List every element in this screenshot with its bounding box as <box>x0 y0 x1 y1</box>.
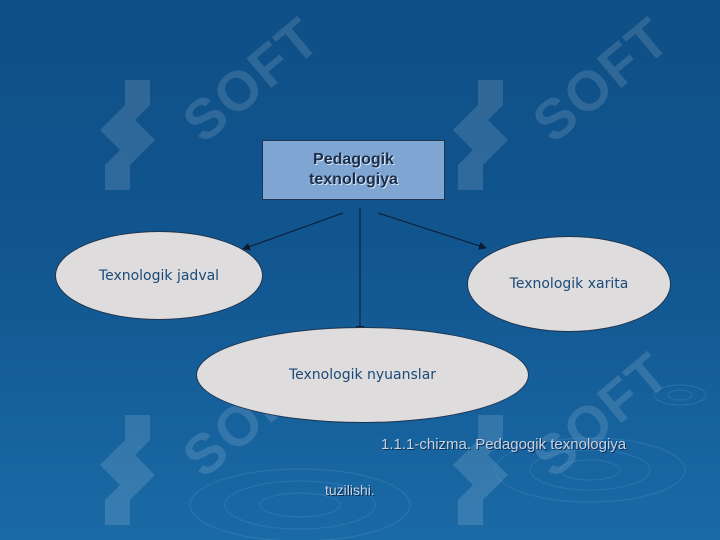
node-right-label: Texnologik xarita <box>509 276 629 292</box>
node-left-label: Texnologik jadval <box>98 267 220 284</box>
node-bottom-label: Texnologik nyuanslar <box>288 367 437 383</box>
arrow-to-right <box>377 212 487 250</box>
root-node-label: Pedagogik texnologiya <box>309 151 398 188</box>
node-right-ellipse: Texnologik xarita <box>467 236 671 332</box>
caption-line-2: tuzilishi. <box>325 482 375 498</box>
caption-line-1: 1.1.1-chizma. Pedagogik texnologiya <box>381 436 627 453</box>
root-node-box: Pedagogik texnologiya <box>262 140 445 200</box>
node-left-ellipse: Texnologik jadval <box>55 231 263 320</box>
arrow-to-left <box>242 212 344 251</box>
node-bottom-ellipse: Texnologik nyuanslar <box>196 327 529 423</box>
